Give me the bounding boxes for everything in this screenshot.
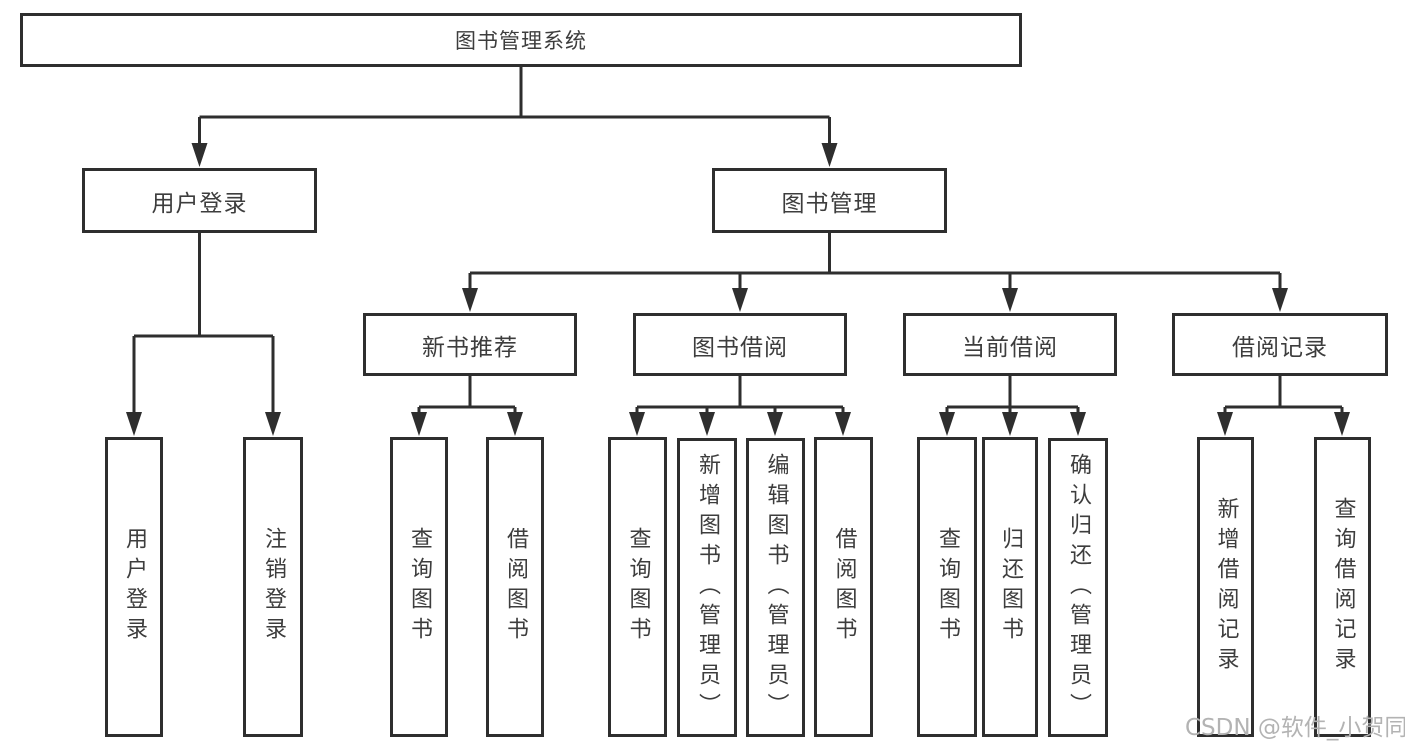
leaf-add-books-admin: 新增图书（管理员） <box>677 438 737 737</box>
leaf-query-books-recommend: 查询图书 <box>390 437 448 737</box>
arrowheads <box>126 143 1350 436</box>
leaf-query-borrow-record: 查询借阅记录 <box>1314 437 1371 737</box>
leaf-edit-books-admin: 编辑图书（管理员） <box>746 438 805 737</box>
leaf-query-books-borrowing: 查询图书 <box>608 437 667 737</box>
leaf-add-borrow-record: 新增借阅记录 <box>1197 437 1254 737</box>
node-borrowing-records: 借阅记录 <box>1172 313 1388 376</box>
connector-paths <box>132 67 1344 416</box>
node-new-book-recommend: 新书推荐 <box>363 313 577 376</box>
leaf-confirm-return-admin: 确认归还（管理员） <box>1048 438 1108 737</box>
node-root-system: 图书管理系统 <box>20 13 1022 67</box>
leaf-query-books-current: 查询图书 <box>917 437 977 737</box>
leaf-user-login: 用户登录 <box>105 437 163 737</box>
node-book-management: 图书管理 <box>712 168 947 233</box>
leaf-return-books: 归还图书 <box>982 437 1038 737</box>
node-book-borrowing: 图书借阅 <box>633 313 847 376</box>
leaf-borrow-books-borrowing: 借阅图书 <box>814 437 873 737</box>
leaf-borrow-books-recommend: 借阅图书 <box>486 437 544 737</box>
node-user-login: 用户登录 <box>82 168 317 233</box>
leaf-logout: 注销登录 <box>243 437 303 737</box>
csdn-watermark: CSDN @软件_小贺同学 <box>1185 715 1405 741</box>
node-current-borrowing: 当前借阅 <box>903 313 1117 376</box>
